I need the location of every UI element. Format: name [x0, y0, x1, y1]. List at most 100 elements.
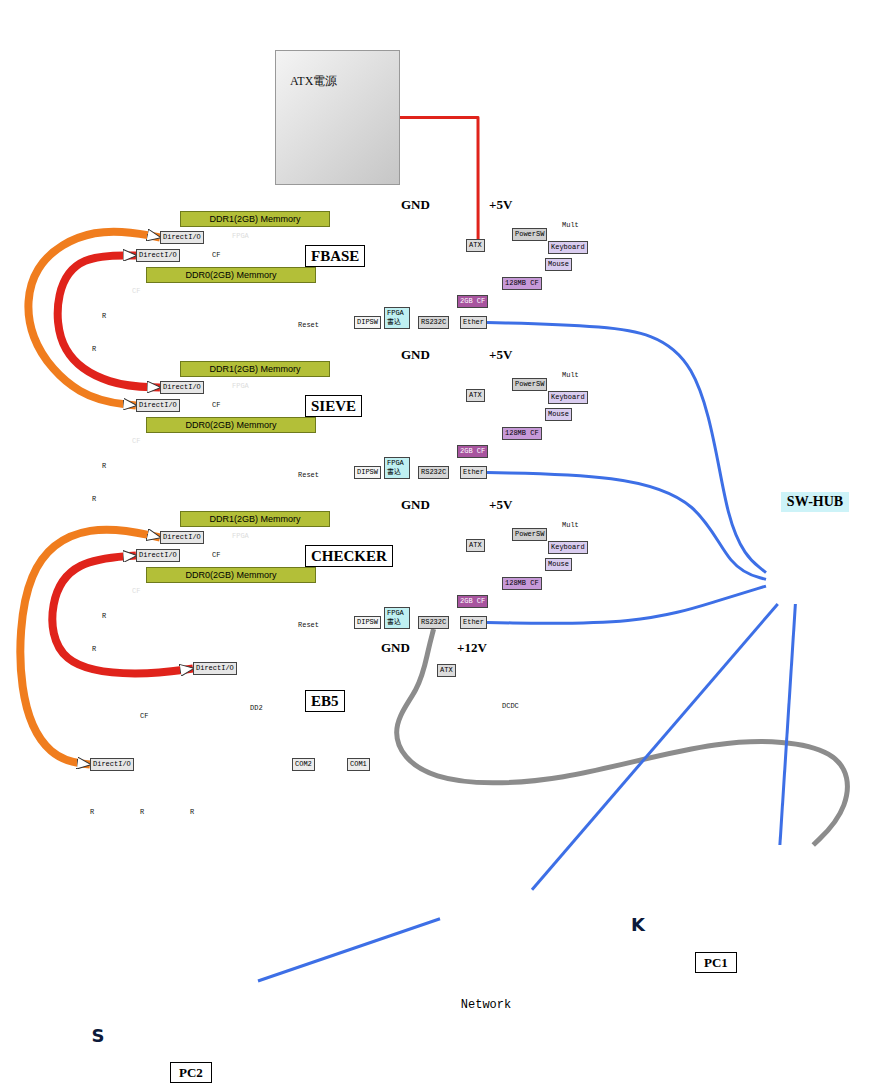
led	[218, 472, 224, 475]
power-wire	[440, 628, 443, 662]
connector-port: Mouse	[545, 558, 572, 571]
part-label: R	[102, 312, 106, 321]
circuit-board: FBASEDDR1(2GB) MemmoryDDR0(2GB) MemmoryD…	[62, 195, 602, 340]
dcdc-card	[524, 648, 608, 690]
kvm-switch-part	[752, 314, 822, 352]
switching-hub-icon-part	[834, 555, 840, 559]
chip	[424, 245, 460, 275]
led	[191, 472, 197, 475]
port-label: 128MB CF	[505, 579, 539, 587]
part-label: CF	[212, 251, 220, 260]
connector-port: FPGA 書込	[384, 307, 410, 329]
chip	[312, 435, 346, 449]
part-label: R	[102, 462, 106, 471]
ethernet-cable	[532, 604, 778, 890]
port-label: COM1	[350, 760, 367, 768]
switching-hub-icon-part	[820, 555, 826, 559]
part-label: CF	[132, 587, 140, 596]
led	[254, 322, 260, 325]
reset-button	[324, 322, 332, 330]
switch-frame	[348, 603, 414, 635]
port-label: DirectI/O	[139, 251, 177, 259]
keyboard-mouse-cable-part	[592, 346, 752, 398]
kvm-switch-part	[752, 314, 822, 352]
switching-hub-icon-part	[804, 566, 814, 575]
port-label: RS232C	[421, 618, 446, 626]
chip	[192, 722, 214, 734]
memory-card: 128MB CF	[502, 577, 542, 590]
chip	[242, 595, 262, 607]
battery	[395, 399, 419, 411]
port-label: DIPSW	[357, 468, 378, 476]
network-router-icon-part	[441, 873, 531, 897]
memory-slot	[112, 583, 337, 599]
connector-port: RS232C	[418, 316, 449, 329]
monitor-part	[784, 117, 802, 134]
connector-port: Mouse	[545, 258, 572, 271]
led	[182, 622, 188, 625]
part-label: R	[92, 345, 96, 354]
switching-hub: SW-HUB	[766, 492, 864, 604]
connector-port: Ether	[460, 466, 487, 479]
port-label: Mouse	[548, 410, 569, 418]
power-supply: ATX電源	[275, 50, 400, 185]
switching-hub-icon-part	[806, 555, 812, 559]
led	[209, 472, 215, 475]
laptop-pc2	[160, 936, 285, 1041]
user-initial: S	[70, 1026, 126, 1046]
port-label: DDR1(2GB) Memmory	[209, 214, 300, 224]
connector-port: DirectI/O	[136, 399, 180, 412]
chip	[272, 295, 292, 307]
reset-button	[324, 472, 332, 480]
led	[218, 322, 224, 325]
switching-hub-icon-part	[778, 555, 784, 559]
port-label: DDR1(2GB) Memmory	[209, 364, 300, 374]
switching-hub-icon-part	[832, 566, 842, 575]
laptop-pc: PC2	[150, 925, 258, 1085]
device-label: PC1	[695, 952, 737, 973]
case-frame	[70, 8, 634, 845]
mouse-part	[811, 219, 837, 257]
port-label: 2GB CF	[460, 447, 485, 455]
power-supply-case	[275, 38, 417, 185]
chip	[122, 607, 134, 616]
switching-hub-icon-part	[770, 545, 846, 600]
led	[272, 472, 278, 475]
kvm-cable	[777, 70, 881, 318]
expansion-slot	[453, 692, 485, 748]
power-wire	[447, 628, 450, 662]
part-label: CF	[132, 287, 140, 296]
part-label: FPGA	[232, 382, 249, 391]
laptop-pc1-part	[713, 858, 788, 921]
port-label: Ether	[463, 318, 484, 326]
port-label: DirectI/O	[139, 401, 177, 409]
circuit-board-outline	[70, 230, 594, 333]
memory-module: DDR1(2GB) Memmory	[180, 211, 330, 227]
power-wire	[439, 487, 442, 537]
port-label: Mouse	[548, 560, 569, 568]
power-wire-part	[400, 123, 472, 236]
memory-module: DDR0(2GB) Memmory	[146, 267, 316, 283]
part-label: CF	[132, 437, 140, 446]
port-label: 128MB CF	[505, 279, 539, 287]
led	[254, 622, 260, 625]
laptop-pc2-part	[165, 936, 251, 1014]
part-label: R	[92, 495, 96, 504]
port-label: DDR0(2GB) Memmory	[185, 420, 276, 430]
led	[263, 322, 269, 325]
power-connector: ATX	[466, 539, 485, 552]
port-label: RS232C	[421, 468, 446, 476]
port-label: DirectI/O	[196, 664, 234, 672]
network: Network	[440, 868, 532, 1013]
led	[209, 322, 215, 325]
power-wire	[477, 487, 480, 537]
board-drawing	[62, 495, 602, 640]
network-router-icon	[441, 873, 531, 932]
kvm-switch	[752, 314, 822, 352]
keyboard-mouse-cable-part	[592, 352, 748, 546]
case-frame-part	[70, 75, 484, 845]
laptop-pc1-part	[706, 851, 796, 929]
part-label: DCDC	[502, 702, 519, 711]
part-label: R	[90, 808, 94, 817]
connector-port: Keyboard	[548, 541, 588, 554]
